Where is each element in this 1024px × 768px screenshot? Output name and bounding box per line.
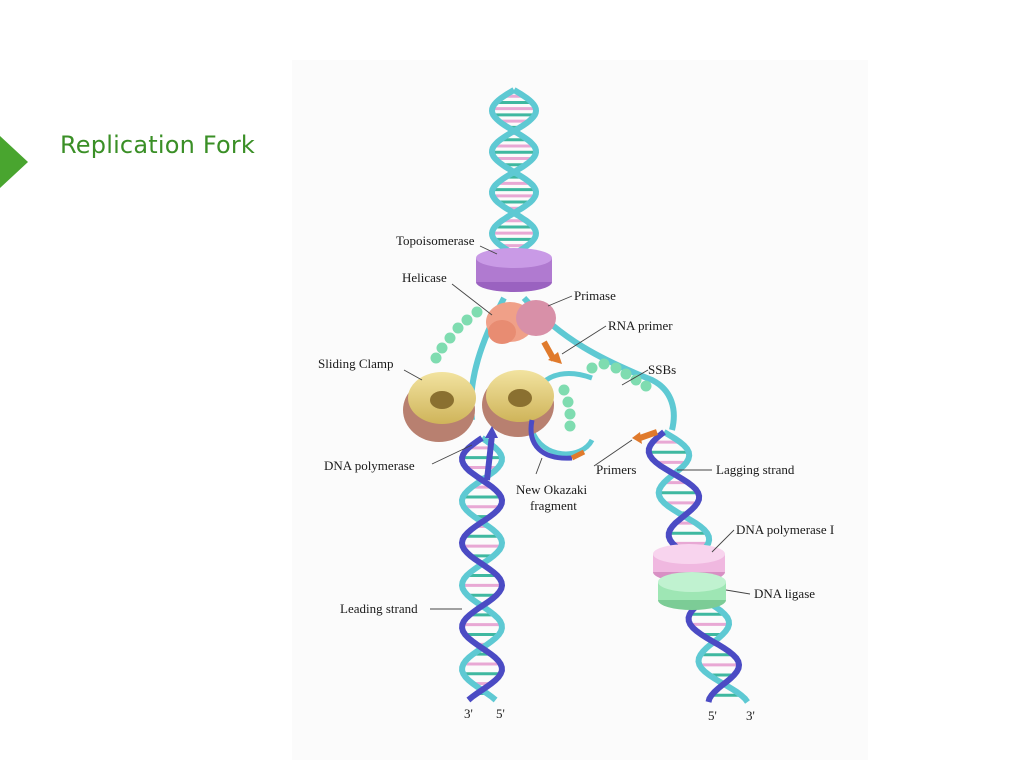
label-lagging-strand: Lagging strand	[716, 462, 795, 477]
okazaki-fragment	[528, 419, 573, 461]
label-dna-ligase: DNA ligase	[754, 586, 815, 601]
ssb-bead	[564, 408, 576, 420]
rna-primer-arrowhead	[548, 352, 562, 364]
label-primase: Primase	[574, 288, 616, 303]
ssb-proteins	[430, 306, 652, 432]
lagging-primer	[639, 429, 658, 441]
label-sliding-clamp: Sliding Clamp	[318, 356, 393, 371]
ssb-bead	[562, 396, 574, 408]
label-topoisomerase: Topoisomerase	[396, 233, 475, 248]
ssb-bead	[558, 384, 570, 396]
label-ssbs: SSBs	[648, 362, 676, 377]
label-left-end-3: 3'	[464, 706, 473, 721]
ssb-bead	[586, 362, 598, 374]
label-leading-strand: Leading strand	[340, 601, 418, 616]
sliding-clamp-right	[486, 370, 554, 422]
lagging-primer-arrowhead	[632, 432, 642, 444]
leader-dna-ligase	[725, 589, 751, 595]
label-dna-polymerase: DNA polymerase	[324, 458, 415, 473]
ssb-bead	[620, 368, 632, 380]
label-helicase: Helicase	[402, 270, 447, 285]
leading-new-strand-arrowhead	[485, 426, 498, 438]
primase-protein	[516, 300, 556, 336]
ssb-bead	[630, 374, 642, 386]
ssb-bead	[444, 332, 456, 344]
ssb-bead	[452, 322, 464, 334]
leader-primers	[593, 439, 633, 467]
slide-title: Replication Fork	[60, 131, 256, 159]
label-new-okazaki-line1: New Okazaki	[516, 482, 587, 497]
label-rna-primer: RNA primer	[608, 318, 673, 333]
ssb-bead	[610, 362, 622, 374]
leader-dna-polymerase	[431, 444, 473, 465]
label-dna-polymerase-i: DNA polymerase I	[736, 522, 834, 537]
replication-fork-figure: Topoisomerase Helicase Primase RNA prime…	[292, 60, 868, 760]
label-primers: Primers	[596, 462, 636, 477]
ssb-bead	[640, 380, 652, 392]
slide-marker-arrow	[0, 136, 28, 188]
ssb-bead	[430, 352, 442, 364]
okazaki-primer	[570, 449, 586, 461]
ssb-bead	[436, 342, 448, 354]
dna-ligase-protein	[658, 572, 726, 610]
leading-new-strand-arrow	[484, 434, 495, 481]
leader-helicase	[451, 283, 493, 316]
leader-topoisomerase	[479, 245, 498, 255]
label-left-end-5: 5'	[496, 706, 505, 721]
topoisomerase-protein	[476, 248, 552, 292]
ssb-bead	[461, 314, 473, 326]
ssb-bead	[564, 420, 576, 432]
label-right-end-5: 5'	[708, 708, 717, 723]
leader-polymerase-i	[711, 529, 735, 553]
leader-rna-primer	[561, 325, 607, 355]
leader-primase	[547, 295, 573, 307]
parental-helix	[488, 87, 540, 259]
ssb-bead	[471, 306, 483, 318]
helix-strand	[488, 87, 540, 259]
leader-sliding-clamp	[403, 369, 423, 381]
ssb-bead	[598, 358, 610, 370]
replication-fork-diagram: Topoisomerase Helicase Primase RNA prime…	[318, 87, 834, 723]
helix-strand	[458, 435, 506, 703]
label-right-end-3: 3'	[746, 708, 755, 723]
label-new-okazaki-line2: fragment	[530, 498, 577, 513]
leading-helix	[458, 435, 506, 703]
leader-okazaki	[535, 457, 543, 475]
leader-ssbs	[621, 369, 649, 386]
sliding-clamp-left	[408, 372, 476, 424]
